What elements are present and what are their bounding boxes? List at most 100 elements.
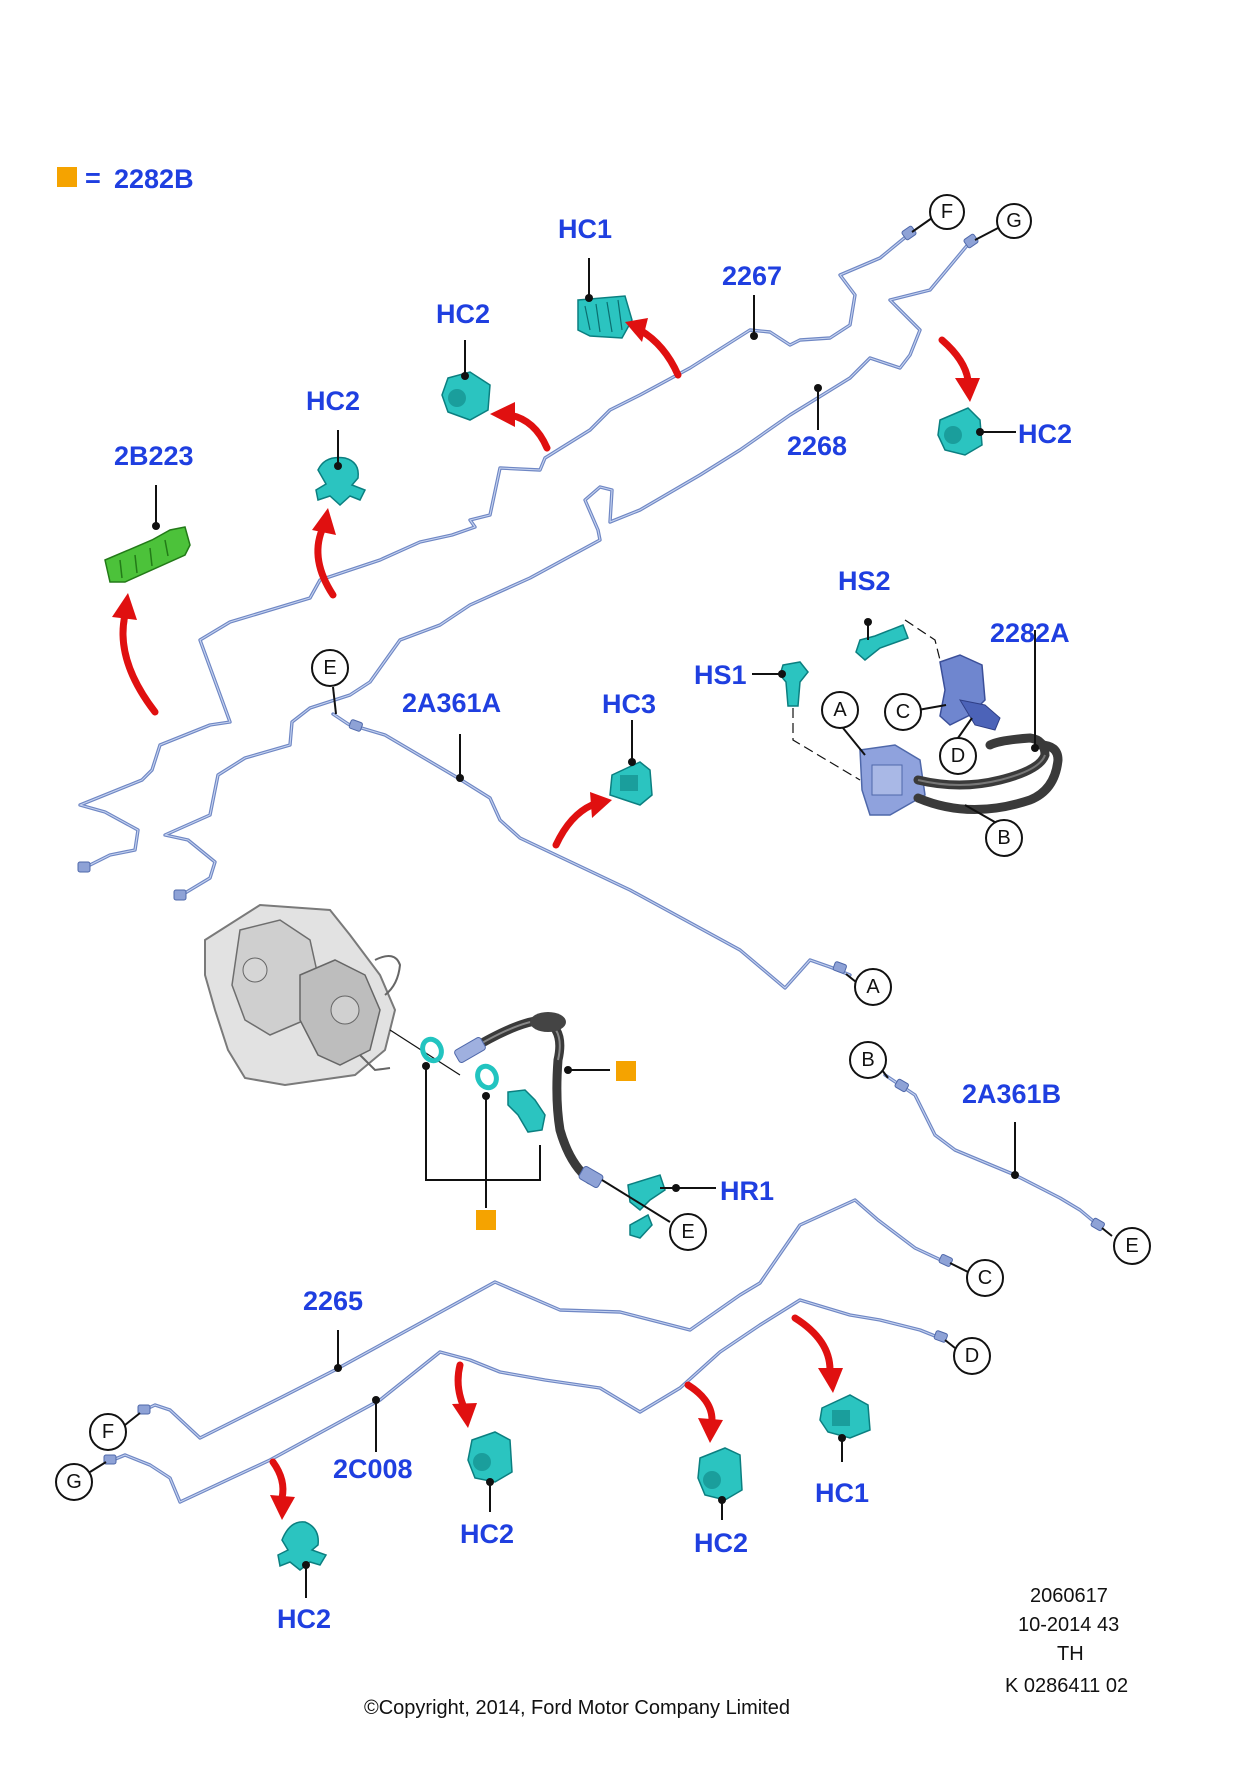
fitting-icon	[938, 1253, 953, 1267]
washer-icon	[475, 1063, 499, 1091]
arrow-head-icon	[270, 1495, 295, 1520]
arrow-head-icon	[955, 378, 980, 402]
connector-g-top: G	[974, 203, 1032, 241]
fitting-icon	[894, 1078, 909, 1093]
connector-c-bottom: C	[949, 1259, 1004, 1297]
brake-hose-icon	[389, 1012, 604, 1188]
svg-text:C: C	[896, 701, 910, 723]
hs2-label: HS2	[838, 566, 891, 596]
svg-text:B: B	[997, 827, 1010, 849]
hc3-label: HC3	[602, 689, 656, 719]
fitting-icon	[173, 889, 187, 901]
bolt-hs1-icon: HS1	[694, 660, 809, 707]
pipe-2268[interactable]	[163, 240, 972, 898]
arrow-head-icon	[112, 593, 137, 620]
connector-a-end: A	[845, 968, 892, 1006]
bolt-hs2-icon: HS2	[838, 566, 909, 661]
arrow-head-icon	[312, 508, 336, 535]
arrow-icon	[791, 1314, 834, 1374]
arrow-head-icon	[698, 1418, 723, 1443]
fitting-icon	[77, 861, 91, 873]
fitting-icon	[933, 1330, 948, 1343]
banjo-bolt-icon	[507, 1089, 546, 1133]
fitting-icon	[103, 1454, 117, 1465]
connector-b-start: B	[849, 1041, 889, 1079]
connector-f-top: F	[911, 194, 965, 233]
hc2-mid-label: HC2	[306, 386, 360, 416]
pipe-2267[interactable]	[78, 233, 910, 870]
arrow-head-icon	[590, 792, 612, 818]
clip-hc2-bot2: HC2	[460, 1431, 514, 1549]
pipe-2265[interactable]	[138, 1198, 947, 1440]
fitting-icon	[348, 719, 363, 732]
arrow-icon	[269, 1458, 287, 1502]
clip-hc1-top: HC1	[558, 214, 633, 339]
svg-text:A: A	[866, 976, 880, 998]
legend: = 2282B	[57, 163, 194, 194]
footer-catalog: K 0286411 02	[1005, 1675, 1128, 1697]
clip-hc2-bot1: HC2	[277, 1521, 331, 1634]
clip-hc2-bot3: HC2	[694, 1447, 748, 1558]
footer-ref-number: 2060617	[1030, 1585, 1108, 1607]
pipe-2a361b-label: 2A361B	[962, 1079, 1061, 1109]
arrow-icon	[938, 336, 972, 384]
clip-hc2-mid: HC2	[306, 386, 367, 507]
connector-e-mid: E	[311, 649, 349, 715]
hs1-label: HS1	[694, 660, 747, 690]
hc2-top-label: HC2	[436, 299, 490, 329]
hr1-label: HR1	[720, 1176, 774, 1206]
bracket-2b223: 2B223	[104, 441, 194, 583]
legend-symbol-icon	[616, 1061, 636, 1081]
connector-e-end: E	[1101, 1227, 1151, 1265]
pipe-2c008-label: 2C008	[333, 1454, 413, 1484]
clip-hr1: HR1	[627, 1174, 774, 1239]
arrow-icon	[454, 1361, 467, 1409]
clip-hc1-bot: HC1	[815, 1394, 871, 1508]
clip-hc2-top: HC2	[436, 299, 491, 421]
connector-d-bottom: D	[944, 1337, 991, 1375]
fitting-icon	[137, 1404, 151, 1415]
connector-g-bottom: G	[55, 1461, 107, 1501]
bracket-2b223-label: 2B223	[114, 441, 194, 471]
svg-text:F: F	[102, 1421, 114, 1443]
arrow-icon	[314, 526, 337, 599]
arrow-head-icon	[818, 1368, 843, 1393]
hose-2282a-assembly: HS2 HS1 2282A	[694, 566, 1070, 816]
pipe-2a361a-label: 2A361A	[402, 688, 501, 718]
washer-icon	[420, 1036, 444, 1064]
legend-equals: =	[85, 163, 101, 193]
svg-text:F: F	[941, 201, 953, 223]
svg-text:G: G	[1006, 210, 1022, 232]
clip-hc3: HC3	[602, 689, 656, 806]
fitting-icon	[963, 233, 979, 249]
arrow-icon	[684, 1381, 716, 1424]
svg-text:G: G	[66, 1471, 82, 1493]
hc1-top-label: HC1	[558, 214, 612, 244]
svg-text:E: E	[1125, 1235, 1138, 1257]
arrow-icon	[506, 411, 551, 452]
footer-date-code: 10-2014 43	[1018, 1614, 1119, 1636]
svg-text:C: C	[978, 1267, 992, 1289]
pipe-2265-label: 2265	[303, 1286, 363, 1316]
footer-copyright: ©Copyright, 2014, Ford Motor Company Lim…	[364, 1697, 790, 1719]
arrow-icon	[636, 326, 682, 379]
hc2-bot3-label: HC2	[694, 1528, 748, 1558]
legend-symbol-icon	[57, 167, 77, 187]
legend-symbol-icon	[476, 1210, 496, 1230]
pipe-2a361a[interactable]	[331, 712, 852, 990]
brake-caliper-icon	[204, 903, 402, 1087]
legend-part-label[interactable]: 2282B	[114, 164, 194, 194]
svg-text:E: E	[681, 1221, 694, 1243]
hose-2282a-label: 2282A	[990, 618, 1070, 648]
connector-c-bracket: C	[884, 693, 947, 731]
arrow-head-icon	[452, 1403, 477, 1428]
connector-d-bracket: D	[939, 717, 977, 775]
connector-b-bracket: B	[964, 804, 1023, 857]
footer-region: TH	[1057, 1643, 1084, 1665]
connector-f-bottom: F	[89, 1412, 141, 1451]
pipe-2c008[interactable]	[106, 1298, 942, 1504]
fitting-icon	[832, 961, 847, 974]
arrow-head-icon	[625, 318, 648, 342]
hc2-bot1-label: HC2	[277, 1604, 331, 1634]
pipe-2268-label: 2268	[787, 431, 847, 461]
